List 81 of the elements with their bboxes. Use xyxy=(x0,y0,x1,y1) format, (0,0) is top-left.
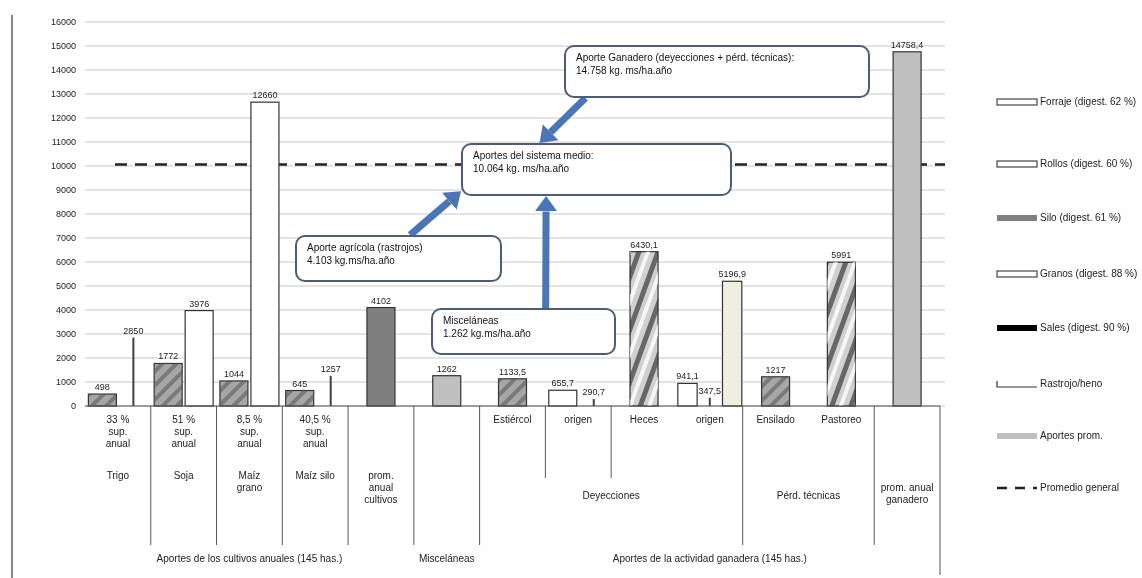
arrow xyxy=(534,196,558,308)
callout-text: Aporte Ganadero (deyecciones + pérd. técnicas): xyxy=(576,51,796,64)
callout-box xyxy=(461,143,732,196)
category-label: 51 % sup. anual xyxy=(170,414,197,450)
tick-label: 7000 xyxy=(54,233,76,243)
data-label: 1133,5 xyxy=(498,366,527,377)
tick-label: 9000 xyxy=(54,185,76,195)
table-label: Maíz grano xyxy=(235,470,264,494)
data-label: 2850 xyxy=(122,325,145,336)
legend-label: Rollos (digest. 60 %) xyxy=(1040,158,1134,170)
legend-label: Aportes prom. xyxy=(1040,430,1104,442)
tick-label: 4000 xyxy=(54,305,76,315)
tick-label: 16000 xyxy=(49,17,76,27)
arrow xyxy=(407,191,461,238)
tick-label: 1000 xyxy=(54,377,76,387)
data-label: 645 xyxy=(291,378,309,389)
table-label: Maíz silo xyxy=(294,470,336,482)
tick-label: 15000 xyxy=(49,41,76,51)
table-label: Soja xyxy=(172,470,195,482)
data-label: 3976 xyxy=(188,298,211,309)
data-label: 1262 xyxy=(435,363,458,374)
table-label: Deyecciones xyxy=(581,490,641,502)
category-label: origen xyxy=(694,414,725,426)
arrow xyxy=(539,95,588,143)
tick-label: 2000 xyxy=(54,353,76,363)
callout-box xyxy=(564,45,870,98)
legend-label: Promedio general xyxy=(1040,482,1120,494)
data-label: 941,1 xyxy=(675,371,700,382)
table-label: Trigo xyxy=(105,470,131,482)
callout-box xyxy=(295,235,502,282)
callout-box xyxy=(431,308,616,355)
data-label: 1772 xyxy=(157,351,180,362)
table-label: prom. anual ganadero xyxy=(879,482,935,506)
category-label: Ensilado xyxy=(755,414,796,426)
tick-label: 8000 xyxy=(54,209,76,219)
data-label: 498 xyxy=(93,382,111,393)
data-label: 4102 xyxy=(369,295,392,306)
data-label: 1217 xyxy=(764,364,787,375)
callout-text: 10.064 kg. ms/ha.año xyxy=(473,162,571,175)
data-label: 347,5 xyxy=(697,385,723,396)
data-label: 5196,9 xyxy=(717,269,747,280)
callout-text: 1.262 kg.ms/ha.año xyxy=(443,327,532,340)
category-label: 33 % sup. anual xyxy=(104,414,132,450)
callout-text: 14.758 kg. ms/ha.año xyxy=(576,64,674,77)
table-label: Pérd. técnicas xyxy=(775,490,842,502)
category-label: Estiércol xyxy=(492,414,533,426)
table-label: Aportes de la actividad ganadera (145 has.) xyxy=(611,553,808,565)
category-label: 8,5 % sup. anual xyxy=(235,414,264,450)
tick-label: 13000 xyxy=(49,89,76,99)
data-label: 1044 xyxy=(222,368,245,379)
tick-label: 14000 xyxy=(49,65,76,75)
callout-text: 4.103 kg.ms/ha.año xyxy=(307,254,396,267)
category-label: Pastoreo xyxy=(820,414,863,426)
callout-text: Misceláneas xyxy=(443,314,500,327)
category-label: origen xyxy=(563,414,594,426)
data-label: 1257 xyxy=(319,363,342,374)
data-label: 6430,1 xyxy=(629,239,659,250)
tick-label: 11000 xyxy=(50,137,76,147)
legend-label: Granos (digest. 88 %) xyxy=(1040,268,1139,280)
tick-label: 12000 xyxy=(49,113,76,123)
category-label: Heces xyxy=(628,414,660,426)
tick-label: 3000 xyxy=(54,329,76,339)
data-label: 655,7 xyxy=(550,378,576,389)
tick-label: 10000 xyxy=(49,161,76,171)
table-label: prom. anual cultivos xyxy=(363,470,399,506)
table-label: Misceláneas xyxy=(417,553,476,565)
legend-label: Rastrojo/heno xyxy=(1040,378,1104,390)
data-label: 5991 xyxy=(830,250,853,261)
table-label: Aportes de los cultivos anuales (145 has.) xyxy=(155,553,344,565)
tick-label: 6000 xyxy=(54,257,76,267)
legend-label: Sales (digest. 90 %) xyxy=(1040,322,1131,334)
legend-label: Silo (digest. 61 %) xyxy=(1040,212,1123,224)
tick-label: 5000 xyxy=(54,281,76,291)
callout-text: Aportes del sistema medio: xyxy=(473,149,595,162)
tick-label: 0 xyxy=(70,401,76,411)
callout-text: Aporte agrícola (rastrojos) xyxy=(307,241,424,254)
data-label: 12660 xyxy=(251,90,279,101)
legend-label: Forraje (digest. 62 %) xyxy=(1040,96,1138,108)
data-label: 14758,4 xyxy=(889,39,925,50)
category-label: 40,5 % sup. anual xyxy=(298,414,332,450)
data-label: 290,7 xyxy=(581,387,607,397)
